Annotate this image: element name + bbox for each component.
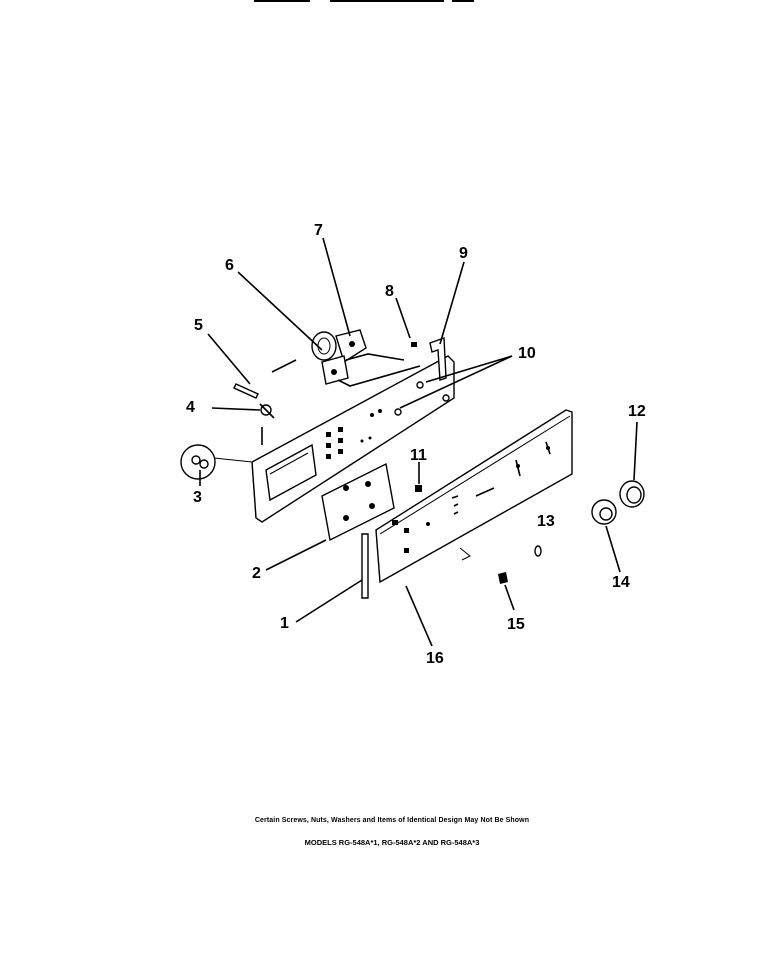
part-label-8: 8: [385, 283, 394, 300]
part-label-14: 14: [612, 574, 630, 591]
bezel-part-14: [591, 499, 617, 525]
part-label-4: 4: [186, 399, 195, 416]
screw-part-8: [411, 342, 417, 347]
clip-part-11: [415, 485, 422, 492]
clip-part-4: [259, 403, 275, 419]
part-label-10: 10: [518, 345, 536, 362]
bracket-part-9: [429, 337, 447, 381]
footer-note: Certain Screws, Nuts, Washers and Items …: [254, 817, 530, 824]
cropped-header-marks: [254, 0, 474, 2]
part-label-2: 2: [252, 565, 261, 582]
control-panel-back: [251, 355, 455, 523]
clock-plate-part-2: [321, 462, 395, 542]
nut-part-15: [498, 572, 508, 584]
part-label-7: 7: [314, 222, 323, 239]
part-label-6: 6: [225, 257, 234, 274]
part-label-5: 5: [194, 317, 203, 334]
part-label-9: 9: [459, 245, 468, 262]
leader-lines: [199, 237, 638, 647]
knob-part-12: [619, 480, 645, 508]
switch-part-3: [180, 444, 253, 480]
ring-part-13: [534, 545, 542, 557]
pin-part-5: [233, 383, 259, 399]
front-panel-part-16: [375, 409, 573, 584]
part-number-labels: 7 6 5 4 3 8 9 10 11 12 13 14 15 16 2 1: [186, 222, 646, 667]
trim-strip-part-1: [361, 533, 369, 599]
part-label-15: 15: [507, 616, 525, 633]
part-label-1: 1: [280, 615, 289, 632]
part-label-11: 11: [410, 447, 427, 464]
part-label-16: 16: [426, 650, 444, 667]
part-label-3: 3: [193, 489, 202, 506]
part-label-12: 12: [628, 403, 646, 420]
part-label-13: 13: [537, 513, 555, 530]
footer-models: MODELS RG-548A*1, RG-548A*2 AND RG-548A*…: [304, 838, 480, 847]
panel-holes: [326, 381, 450, 459]
clock-timer-assembly: [311, 329, 421, 387]
